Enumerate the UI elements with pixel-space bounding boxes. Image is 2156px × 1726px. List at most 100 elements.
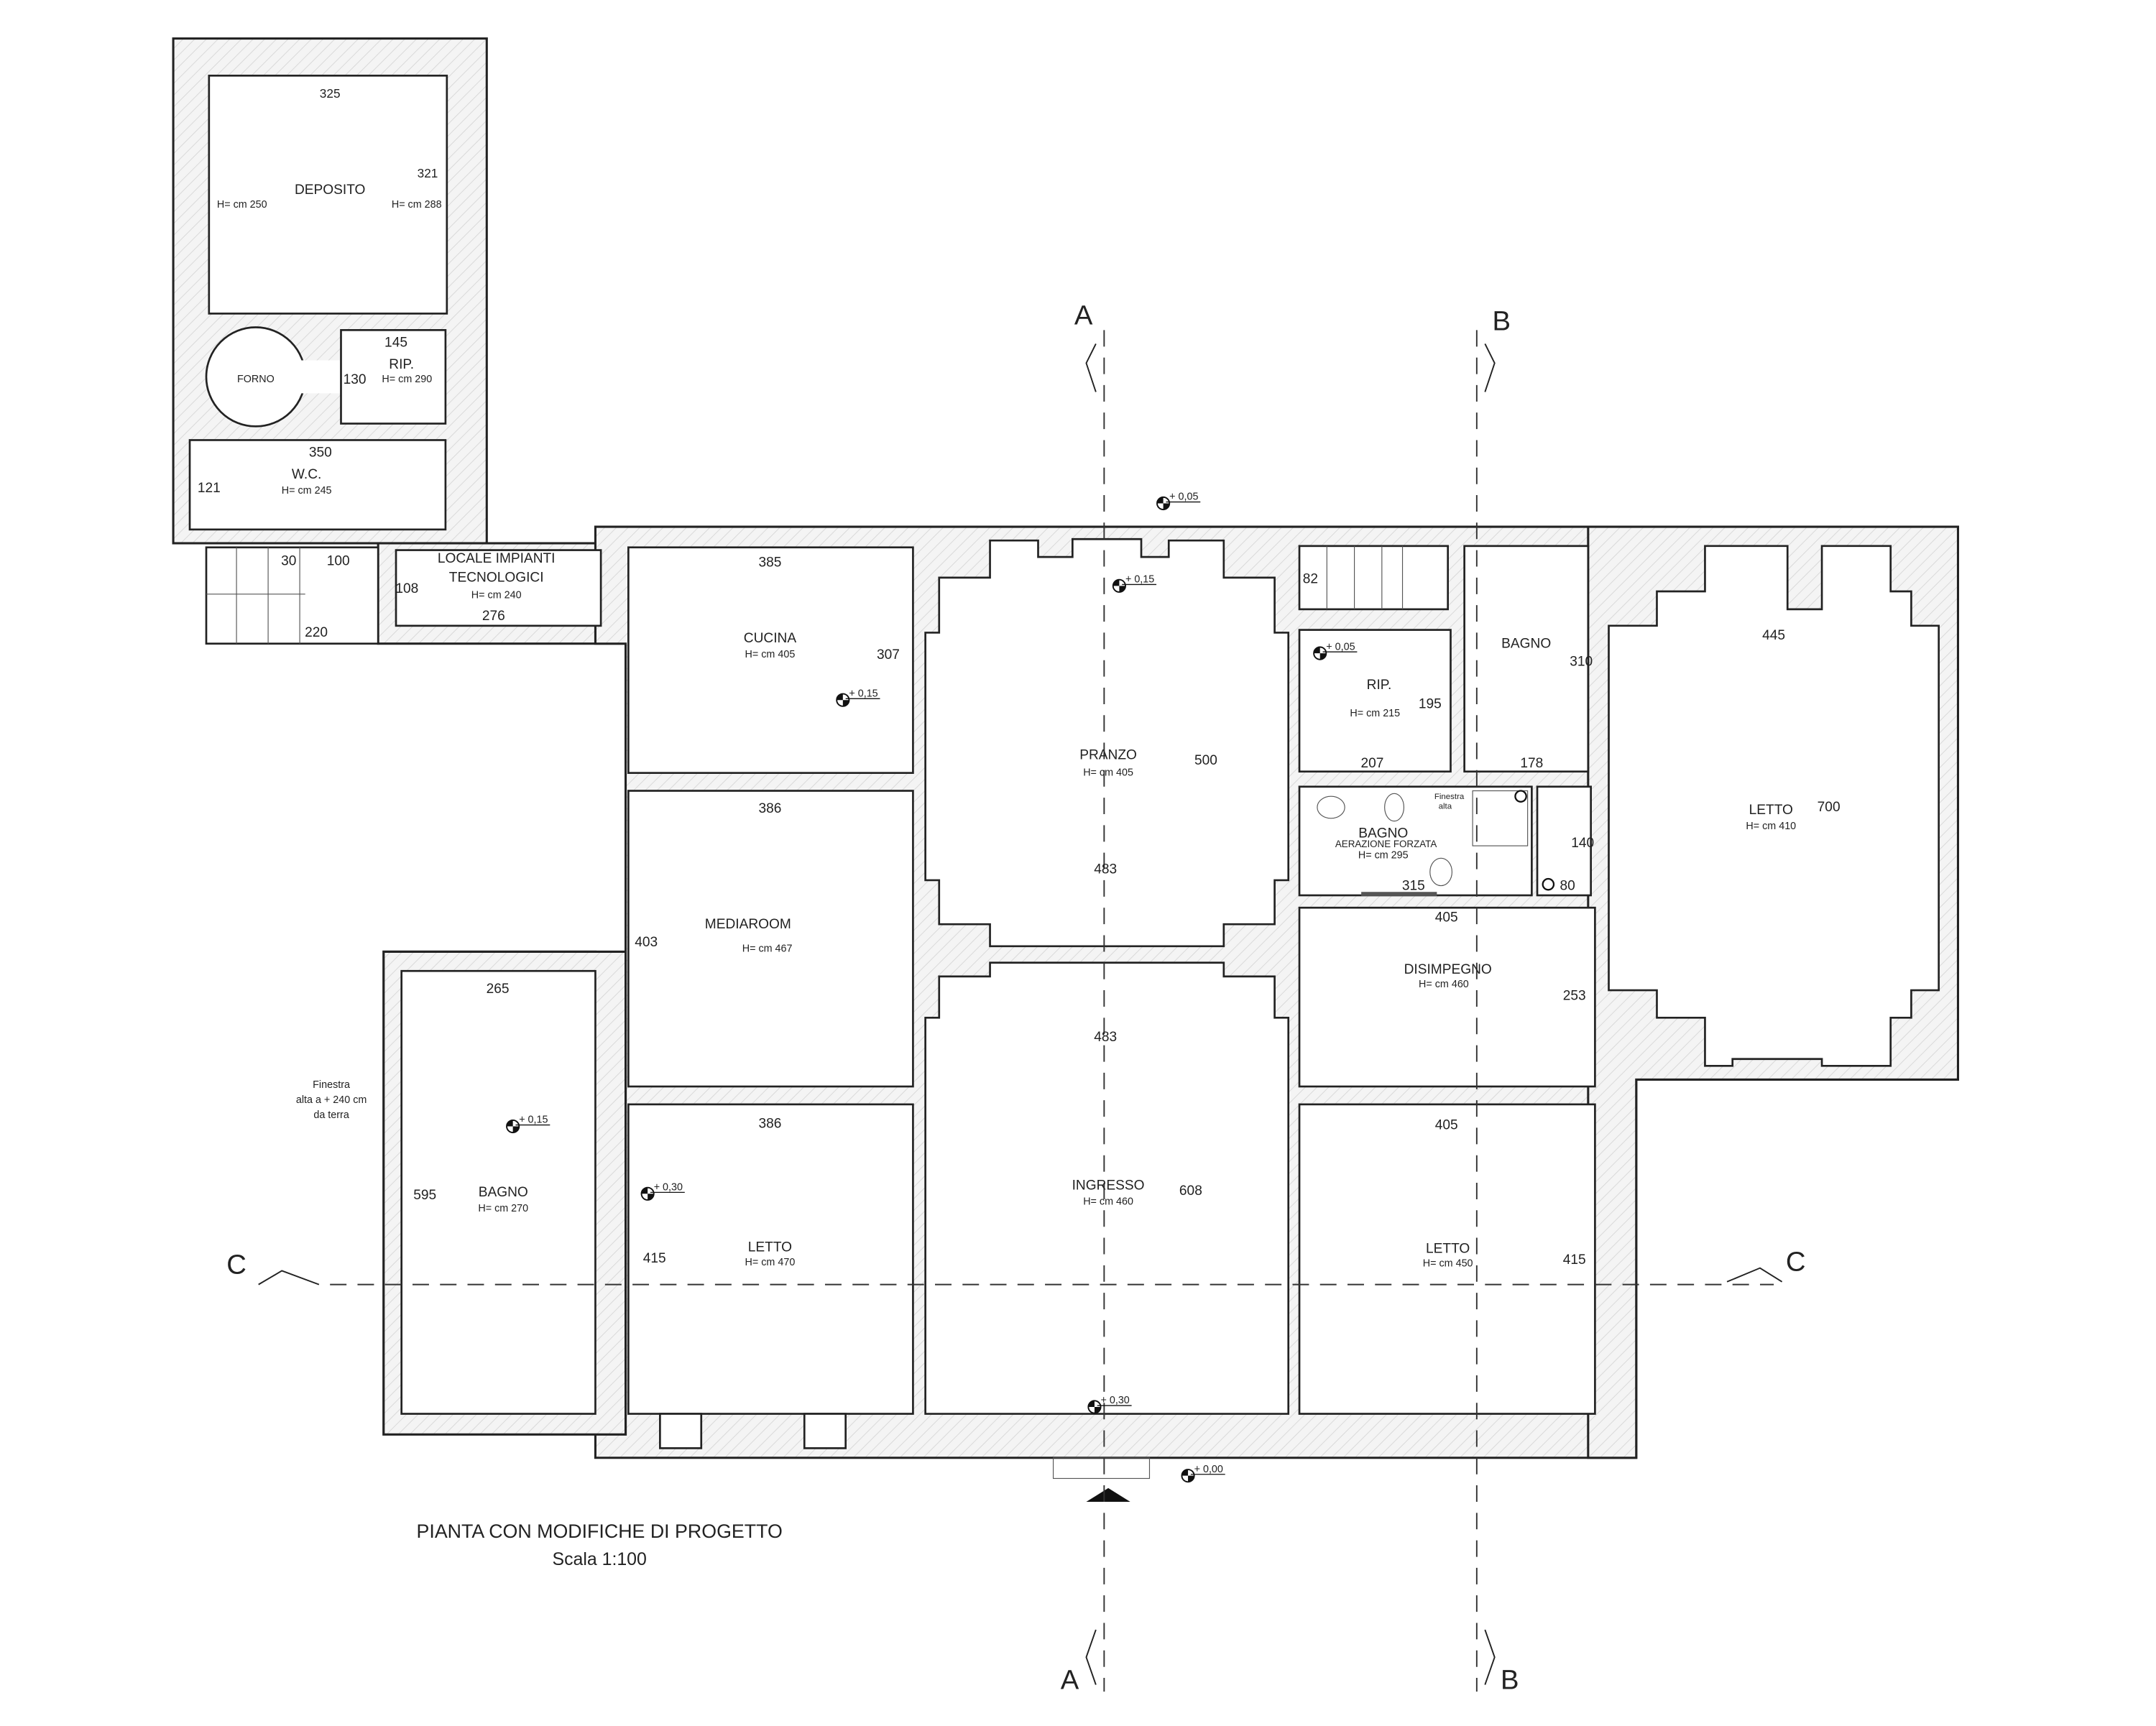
- height-label: H= cm 245: [282, 485, 332, 497]
- dimension: 195: [1419, 697, 1442, 712]
- level-label: + 0,15: [1125, 574, 1154, 586]
- dimension: 100: [327, 554, 350, 569]
- section-marker-a: A: [1074, 300, 1093, 331]
- height-label: H= cm 467: [742, 943, 793, 954]
- room-label: LETTO: [1426, 1242, 1470, 1257]
- stair-right: [1298, 545, 1450, 611]
- dimension: 415: [1563, 1252, 1586, 1268]
- dimension: 82: [1303, 572, 1318, 587]
- dimension: 145: [384, 335, 407, 350]
- dimension: 500: [1194, 753, 1217, 768]
- level-label: + 0,05: [1326, 641, 1355, 652]
- section-marker-b: B: [1501, 1664, 1519, 1695]
- level-marker-icon: [1112, 578, 1157, 593]
- room-label: DEPOSITO: [295, 183, 365, 198]
- window-note: da terra: [313, 1109, 349, 1121]
- room-label: INGRESSO: [1072, 1178, 1145, 1194]
- rooms: [188, 74, 1940, 1503]
- height-label: H= cm 295: [1358, 849, 1409, 861]
- height-label: H= cm 290: [382, 374, 432, 385]
- dimension: 415: [643, 1251, 666, 1266]
- level-marker-icon: [506, 1119, 550, 1134]
- room-letto-left: [627, 1103, 914, 1415]
- room-label: BAGNO: [1501, 636, 1551, 651]
- room-bagno-aerazione: [1298, 785, 1533, 897]
- dimension: 483: [1094, 1030, 1117, 1045]
- stair-left: [205, 546, 379, 645]
- section-lines: [258, 330, 1783, 1692]
- room-label: LOCALE IMPIANTI: [438, 551, 556, 566]
- dimension: 140: [1571, 836, 1594, 851]
- section-marker-a: A: [1061, 1664, 1079, 1695]
- level-marker-icon: [640, 1186, 685, 1201]
- room-label: CUCINA: [744, 631, 797, 646]
- room-mediaroom: [627, 790, 914, 1088]
- level-marker-icon: [1156, 496, 1201, 511]
- level-marker-icon: [1181, 1469, 1225, 1483]
- room-label: MEDIAROOM: [705, 917, 791, 932]
- dimension: 608: [1179, 1183, 1202, 1199]
- dimension: 30: [281, 554, 296, 569]
- level-label: + 0,15: [849, 688, 877, 699]
- room-bagno-left: [400, 969, 596, 1415]
- dimension: 220: [305, 625, 328, 640]
- height-label: H= cm 405: [1083, 767, 1133, 778]
- section-marker-c: C: [1786, 1246, 1806, 1277]
- dimension: 315: [1402, 878, 1425, 893]
- window-note: Finestra: [313, 1079, 350, 1091]
- drawing-title: PIANTA CON MODIFICHE DI PROGETTO: [417, 1520, 783, 1542]
- dimension: 595: [413, 1188, 436, 1203]
- window-note: alta a + 240 cm: [296, 1094, 367, 1106]
- dimension: 386: [758, 801, 781, 816]
- room-letto-bottom-right: [1298, 1103, 1596, 1415]
- height-label: H= cm 460: [1419, 979, 1469, 990]
- height-label: H= cm 450: [1423, 1258, 1473, 1270]
- dimension: 307: [877, 647, 900, 663]
- dimension: 321: [418, 166, 438, 180]
- dimension: 405: [1435, 910, 1458, 925]
- dimension: 405: [1435, 1117, 1458, 1132]
- room-shower: [1536, 785, 1592, 897]
- level-label: + 0,15: [519, 1114, 548, 1126]
- height-label: H= cm 270: [478, 1203, 528, 1214]
- height-label: H= cm 410: [1746, 821, 1796, 832]
- dimension: 386: [758, 1116, 781, 1131]
- dimension: 265: [487, 982, 510, 997]
- room-label: BAGNO: [479, 1185, 528, 1200]
- room-label: FORNO: [237, 374, 275, 385]
- room-label: RIP.: [1367, 678, 1392, 693]
- dimension: 403: [635, 935, 658, 950]
- height-label: H= cm 470: [745, 1257, 796, 1268]
- level-marker-icon: [836, 693, 880, 707]
- height-label: H= cm 460: [1083, 1196, 1133, 1208]
- level-label: + 0,30: [1101, 1395, 1130, 1406]
- window-note: alta: [1439, 802, 1452, 811]
- dimension: 80: [1560, 878, 1575, 893]
- room-label: TECNOLOGICI: [449, 571, 544, 586]
- level-label: + 0,05: [1169, 492, 1198, 503]
- height-label: H= cm 240: [471, 590, 522, 601]
- dimension: 130: [344, 372, 367, 387]
- entrance-arrow-icon: [1086, 1487, 1130, 1503]
- window-note: Finestra: [1434, 793, 1465, 801]
- dimension: 178: [1520, 756, 1543, 771]
- dimension: 350: [309, 445, 332, 460]
- room-label: BAGNO: [1358, 826, 1408, 841]
- section-marker-c: C: [226, 1249, 247, 1280]
- dimension: 385: [758, 555, 781, 571]
- room-locale-impianti: [395, 549, 602, 627]
- dimension: 325: [320, 86, 341, 101]
- dimension: 483: [1094, 862, 1117, 877]
- height-label: H= cm 288: [392, 199, 442, 211]
- room-cucina: [627, 546, 914, 774]
- height-label: H= cm 250: [217, 199, 267, 211]
- level-marker-icon: [1087, 1400, 1132, 1414]
- dimension: 276: [482, 609, 505, 624]
- level-marker-icon: [1313, 646, 1358, 660]
- dimension: 310: [1570, 654, 1593, 669]
- room-sublabel: AERAZIONE FORZATA: [1335, 839, 1437, 849]
- drawing-scale: Scala 1:100: [553, 1549, 647, 1569]
- room-label: W.C.: [292, 467, 321, 482]
- height-label: H= cm 405: [745, 649, 796, 660]
